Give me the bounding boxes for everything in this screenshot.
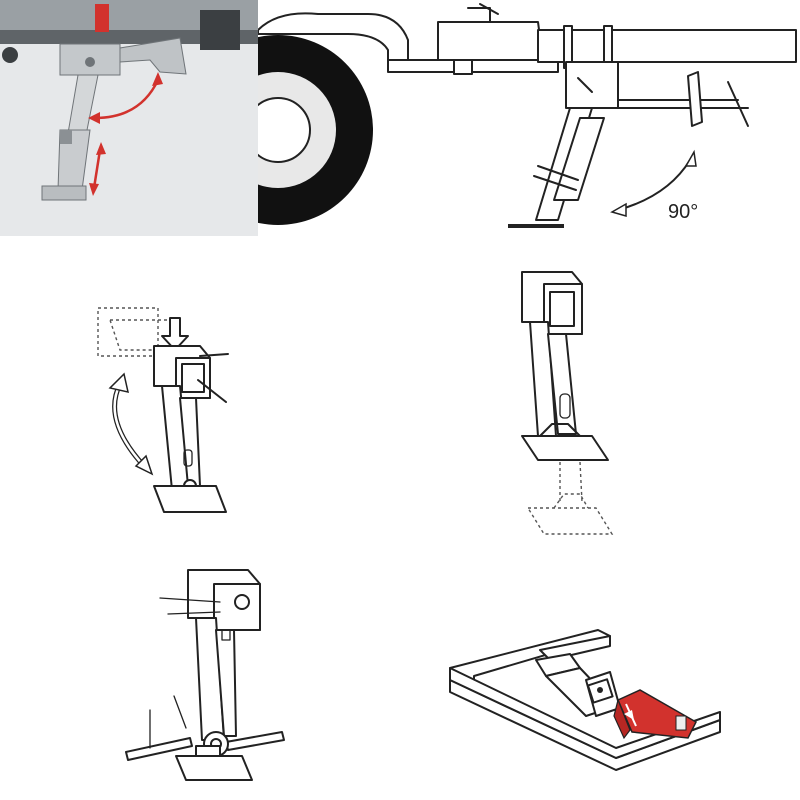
curved-double-arrow-icon	[610, 149, 697, 217]
angle-label: 90°	[668, 201, 698, 223]
down-arrow-icon	[161, 317, 189, 351]
crank-illustration	[120, 560, 300, 788]
pivot-illustration	[80, 290, 260, 530]
height-adjust-illustration	[500, 264, 640, 544]
foot-plate	[41, 185, 87, 201]
trailer-wheel	[258, 35, 373, 225]
red-reflector	[95, 4, 109, 32]
foot-plate	[153, 485, 227, 513]
jack-bracket	[565, 61, 619, 109]
photo-panel-jack	[0, 0, 258, 236]
side-view-panel: 90°	[258, 0, 800, 236]
foot-plate	[175, 755, 253, 781]
straight-double-arrow-icon	[89, 142, 106, 196]
curved-double-arrow-icon	[88, 72, 163, 124]
crank-handle	[125, 737, 193, 761]
curved-double-arrow-icon	[108, 372, 154, 476]
coupling-head	[437, 21, 544, 61]
frame-beam	[537, 29, 797, 63]
frame-mount-illustration	[440, 620, 730, 780]
foot-plate	[521, 435, 609, 461]
